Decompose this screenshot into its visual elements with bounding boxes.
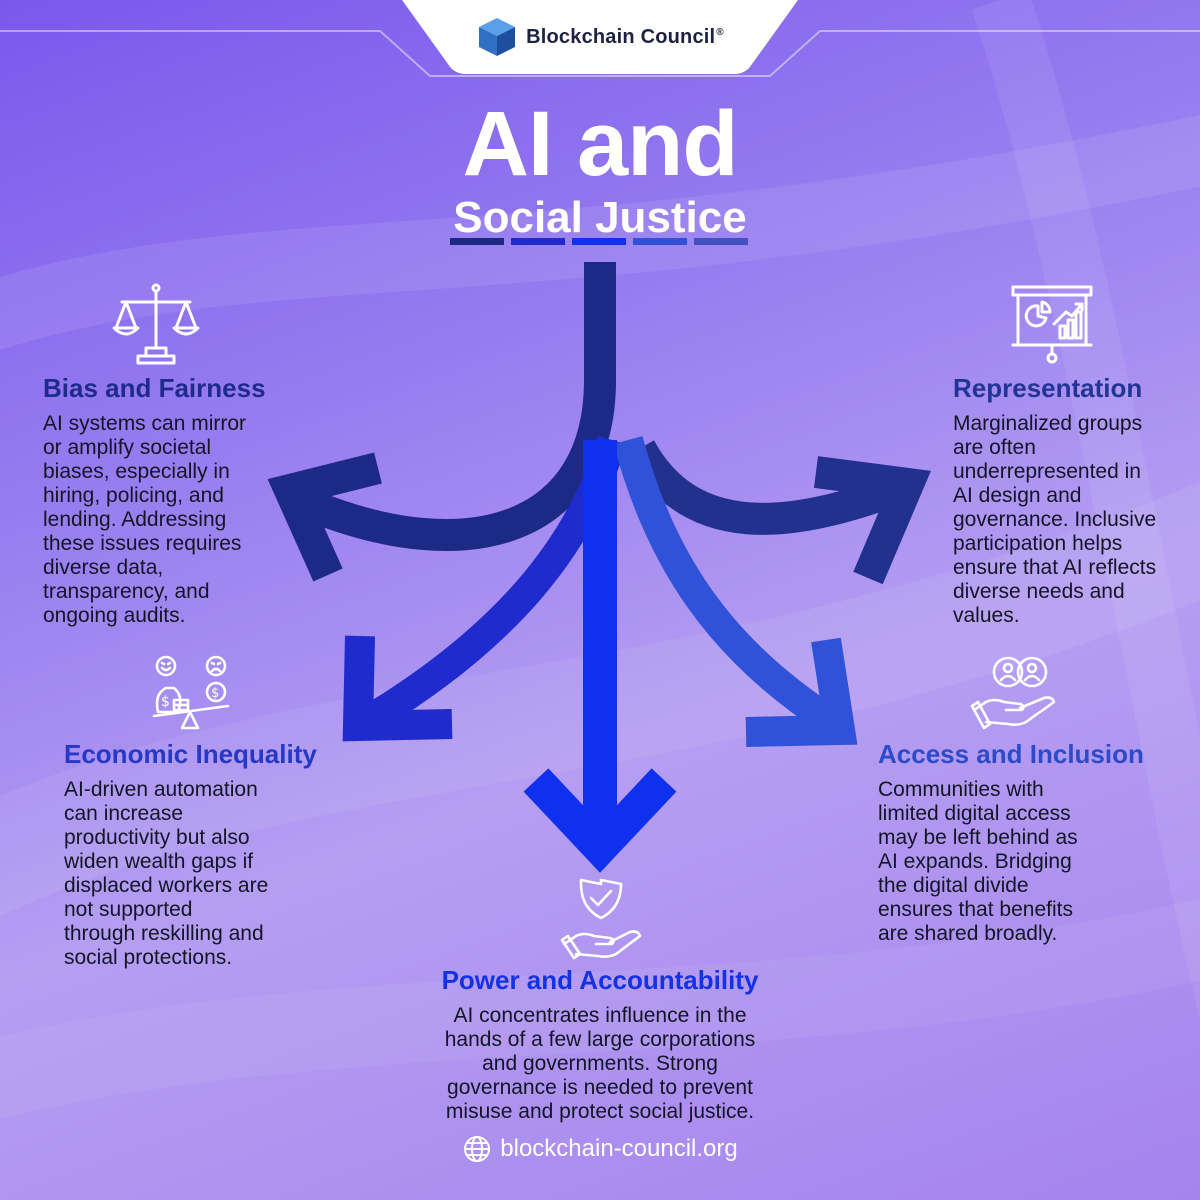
title-block: AI and Social Justice: [0, 98, 1200, 242]
brand-name: Blockchain Council®: [526, 25, 724, 48]
website-url[interactable]: blockchain-council.org: [500, 1135, 738, 1162]
title-underline-bars: [450, 238, 748, 245]
presentation-chart-icon: [1011, 285, 1093, 364]
footer-website[interactable]: blockchain-council.org: [0, 1134, 1200, 1164]
title-bar-5: [694, 238, 748, 245]
globe-icon: [464, 1136, 491, 1162]
registered-mark: ®: [716, 26, 724, 38]
scales-icon: [112, 283, 200, 365]
arrow-representation: [625, 439, 931, 585]
arrow-power-and-accountability: [523, 440, 677, 873]
title-bar-4: [633, 238, 687, 245]
heading-access-and-inclusion: Access and Inclusion: [878, 739, 1144, 769]
hand-people-icon: [970, 656, 1056, 730]
brand-logo: Blockchain Council®: [0, 16, 1200, 58]
title-bar-3: [572, 238, 626, 245]
title-sub: Social Justice: [453, 193, 747, 242]
title-main: AI and: [462, 93, 738, 195]
arrow-access-and-inclusion: [613, 436, 858, 747]
svg-text:$: $: [161, 694, 170, 710]
heading-representation: Representation: [953, 373, 1143, 403]
money-seesaw-icon: $ $: [152, 655, 230, 730]
heading-economic-inequality: Economic Inequality: [64, 739, 317, 769]
logo-tab-shape: [0, 0, 1200, 77]
heading-bias-and-fairness: Bias and Fairness: [43, 373, 266, 403]
title-bar-2: [511, 238, 565, 245]
arrow-bias-and-fairness: [267, 262, 616, 582]
title-bar-1: [450, 238, 504, 245]
heading-power-and-accountability: Power and Accountability: [441, 965, 759, 995]
svg-text:$: $: [211, 686, 219, 701]
hand-shield-icon: [560, 878, 642, 960]
cube-logo-icon: [479, 18, 516, 56]
